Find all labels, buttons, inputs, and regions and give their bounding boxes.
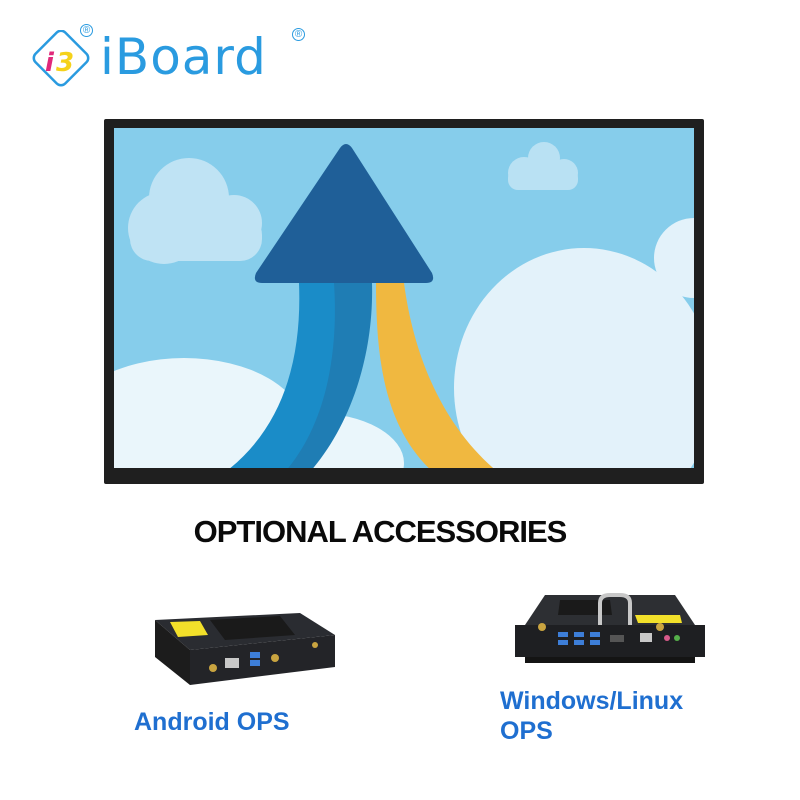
accessory-label: Android OPS (134, 708, 290, 736)
brand-logo: i 3 ® iBoard ® (28, 22, 318, 92)
upward-arrow-graphic (114, 128, 694, 468)
interactive-display-image (104, 119, 704, 484)
windows-linux-ops-image (515, 593, 705, 663)
i3-logo-icon: i 3 (32, 30, 90, 87)
accessory-label: Windows/Linux OPS (500, 686, 683, 746)
section-title: OPTIONAL ACCESSORIES (193, 514, 568, 549)
brand-name: iBoard (100, 28, 267, 86)
display-screen (114, 128, 694, 468)
accessory-label-line1: Windows/Linux (500, 687, 684, 715)
registered-mark: ® (80, 24, 93, 37)
accessory-label-line2: OPS (500, 717, 553, 745)
android-ops-image (155, 613, 335, 685)
svg-text:i: i (45, 48, 55, 78)
registered-mark: ® (292, 28, 305, 41)
svg-text:3: 3 (56, 48, 74, 78)
accessory-android-ops: Android OPS (130, 595, 350, 736)
accessory-windows-linux-ops: Windows/Linux OPS (500, 580, 720, 745)
